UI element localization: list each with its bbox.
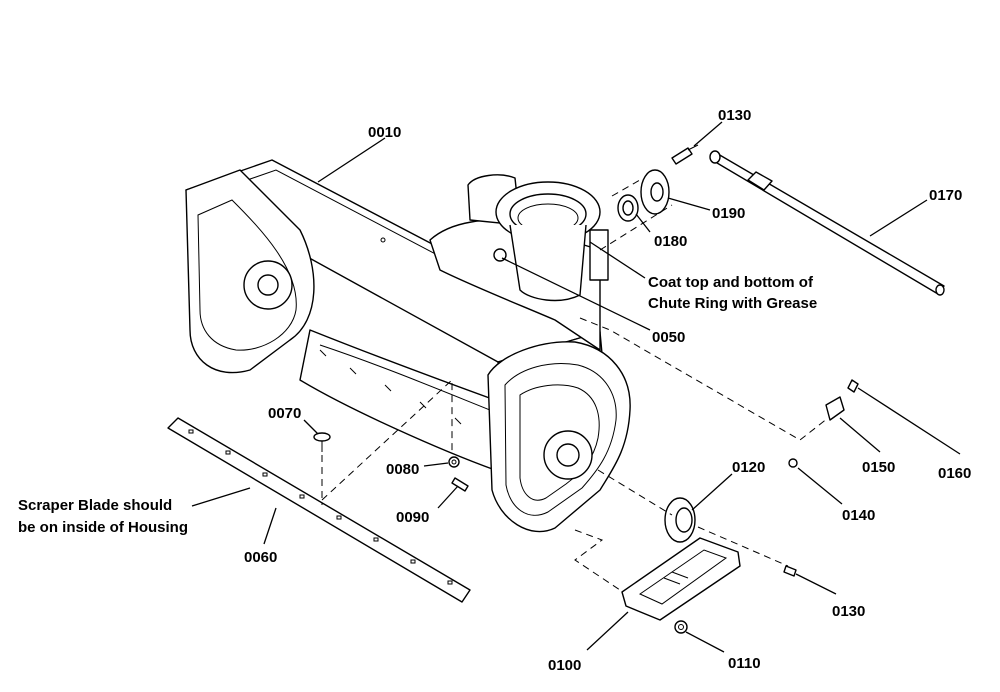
callout-0130-bottom: 0130 [832, 603, 865, 620]
bolt-top [671, 144, 699, 165]
auger-shaft [709, 150, 945, 296]
callout-0120: 0120 [732, 459, 765, 476]
callout-0180: 0180 [654, 233, 687, 250]
bolt-0090 [451, 477, 469, 492]
callout-0130-top: 0130 [718, 107, 751, 124]
callout-0170: 0170 [929, 187, 962, 204]
assembly-lines [321, 179, 829, 591]
scraper-note-line2: be on inside of Housing [18, 519, 188, 536]
callout-0140: 0140 [842, 507, 875, 524]
leader-lines [191, 121, 961, 653]
callout-0110: 0110 [728, 655, 761, 672]
callout-labels: 0010 0130 0170 0190 0180 0050 0070 0080 … [244, 107, 971, 674]
callout-0010: 0010 [368, 124, 401, 141]
auger-housing [185, 159, 631, 533]
bracket-0150 [825, 396, 845, 421]
callout-0160: 0160 [938, 465, 971, 482]
flange-bearing-0120 [664, 497, 696, 543]
chute-ring-assembly [429, 174, 609, 351]
skid-shoe [621, 537, 741, 621]
callout-0100: 0100 [548, 657, 581, 674]
callout-0070: 0070 [268, 405, 301, 422]
chute-note-line1: Coat top and bottom of [648, 274, 814, 291]
callout-0090: 0090 [396, 509, 429, 526]
callout-0060: 0060 [244, 549, 277, 566]
nut-0110 [674, 620, 688, 634]
chute-note-line2: Chute Ring with Grease [648, 295, 817, 312]
callout-0150: 0150 [862, 459, 895, 476]
nut-0080 [448, 456, 460, 468]
callout-0190: 0190 [712, 205, 745, 222]
carriage-bolt [313, 432, 331, 452]
screw-0160 [847, 379, 859, 393]
bolt-bottom [783, 565, 797, 577]
scraper-blade [167, 417, 471, 603]
callout-0050: 0050 [652, 329, 685, 346]
notes: Coat top and bottom of Chute Ring with G… [18, 274, 817, 536]
bearing-flange [640, 169, 670, 215]
callout-0080: 0080 [386, 461, 419, 478]
nut-0140 [788, 458, 798, 468]
scraper-note-line1: Scraper Blade should [18, 497, 172, 514]
bearing [617, 194, 639, 222]
